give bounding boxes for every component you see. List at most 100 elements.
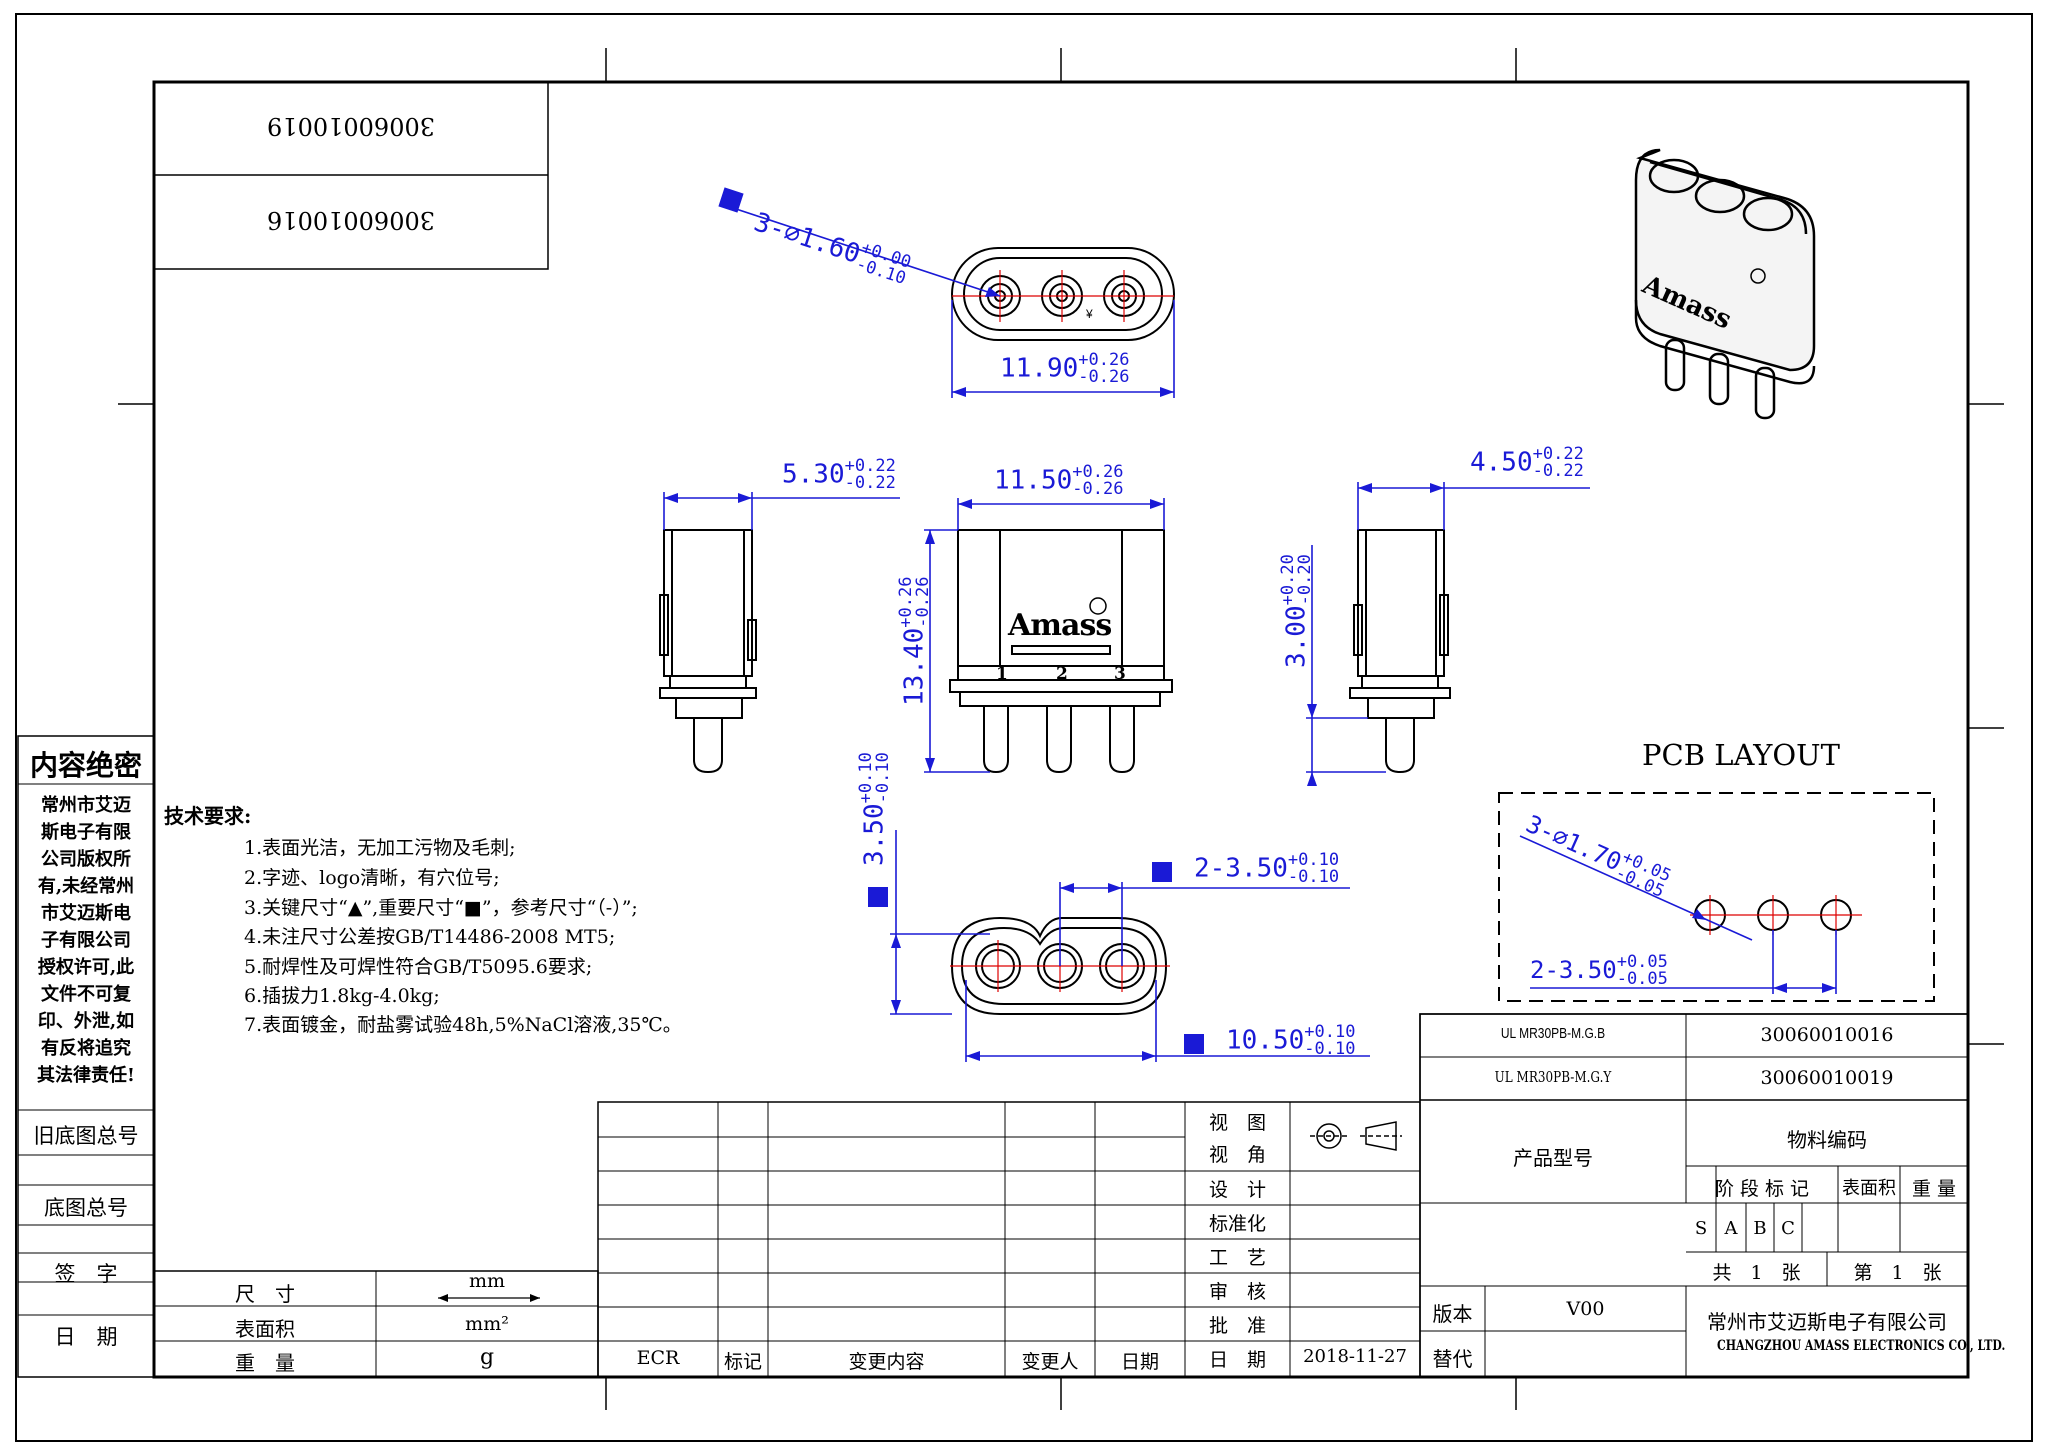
role-process: 工 艺 [1208,1247,1266,1269]
dim-side-right-width: 4.50+0.22-0.22 [1470,446,1584,480]
role-design: 设 计 [1208,1179,1266,1201]
role-approve: 批 准 [1208,1315,1266,1337]
dim-front-height: 13.40+0.26-0.26 [896,576,933,706]
unit-value-weight: g [479,1345,495,1370]
stage-b: B [1753,1218,1767,1239]
dim-front-width: 11.50+0.26-0.26 [994,464,1123,498]
material-code-label: 物料编码 [1787,1128,1867,1152]
confidential-line: 其法律责任! [37,1065,135,1086]
company-name-cn: 常州市艾迈斯电子有限公司 [1707,1310,1947,1334]
revision-header-content: 变更内容 [848,1351,925,1373]
role-date: 日 期 [1208,1349,1266,1371]
dim-pitch-value: 2-3.50 [1194,853,1288,884]
confidential-line: 有反将追究 [41,1038,131,1059]
revision-header-person: 变更人 [1021,1351,1079,1373]
date-label: 日 期 [54,1325,118,1349]
confidential-line: 印、外泄,如 [37,1011,135,1032]
product-model-1: UL MR30PB-M.G.B [1500,1025,1606,1042]
confidential-line: 子有限公司 [41,930,131,951]
confidential-heading: 内容绝密 [29,749,142,782]
dim-front-width-plus: +0.26 [1072,462,1124,482]
dim-pcb-pitch-minus: -0.05 [1616,969,1668,989]
svg-text:¥: ¥ [1085,307,1093,321]
stage-mark-label: 阶 段 标 记 [1714,1178,1810,1200]
pcb-layout-title: PCB LAYOUT [1642,738,1840,772]
stage-a: A [1724,1218,1738,1239]
tech-requirement-item: 6.插拔力1.8kg-4.0kg; [244,985,440,1007]
view-label: 视 图 [1208,1112,1266,1134]
company-name-en: CHANGZHOU AMASS ELECTRONICS CO., LTD. [1717,1338,2006,1354]
dim-side-left-width: 5.30+0.22-0.22 [782,458,896,492]
confidential-line: 文件不可复 [41,984,131,1005]
confidential-line: 授权许可,此 [37,957,135,978]
revision-header-date: 日期 [1120,1351,1159,1373]
dim-side-left-minus: -0.22 [844,473,896,493]
stage-s: S [1694,1218,1708,1239]
dim-side-right-minus: -0.22 [1532,461,1584,481]
dim-pin-length: 3.00+0.20-0.20 [1278,554,1315,668]
front-view [949,529,1173,774]
revision-header-ecr: ECR [636,1347,680,1369]
dim-side-right-value: 4.50 [1470,447,1533,478]
confidential-notice: 常州市艾迈 斯电子有限 公司版权所 有,未经常州 市艾迈斯电 子有限公司 授权许… [18,792,154,1089]
version-label: 版本 [1432,1302,1473,1326]
view-angle-label: 视 角 [1208,1144,1266,1166]
dim-front-height-value: 13.40 [899,627,930,706]
product-code-1: 30060010016 [1760,1024,1894,1046]
drawing-date: 2018-11-27 [1303,1346,1407,1367]
dim-side-left-value: 5.30 [782,459,845,490]
dim-pitch: 2-3.50+0.10-0.10 [1194,852,1339,886]
outer-frame [15,13,2033,1442]
pin-number-2: 2 [1056,664,1068,684]
replace-label: 替代 [1432,1347,1473,1371]
dim-bottom-width: 10.50+0.10-0.10 [1226,1024,1355,1058]
side-view-right [1349,529,1451,774]
dim-front-width-minus: -0.26 [1072,479,1124,499]
product-code-2: 30060010019 [1760,1067,1894,1089]
confidential-line: 公司版权所 [41,849,131,870]
top-view: ¥ [951,247,1175,341]
dim-front-height-minus: -0.26 [913,576,933,628]
product-model-2: UL MR30PB-M.G.Y [1494,1068,1612,1086]
important-mark-4 [1184,1034,1204,1054]
confidential-line: 市艾迈斯电 [41,903,131,924]
dim-pitch-minus: -0.10 [1287,867,1340,887]
amass-logo-front: Amass [1008,608,1112,643]
tech-requirement-item: 3.关键尺寸“▲”,重要尺寸“■”，参考尺寸“（-）”; [244,897,638,919]
dim-bottom-height: 3.50+0.10-0.10 [856,752,893,866]
role-review: 审 核 [1208,1281,1266,1303]
tech-requirement-item: 1.表面光洁，无加工污物及毛刺; [244,837,516,859]
side-view-left [659,529,757,774]
dim-pitch-plus: +0.10 [1287,850,1340,870]
dim-pcb-pitch-plus: +0.05 [1616,952,1668,972]
sign-label: 签 字 [54,1262,118,1286]
isometric-view [1634,148,1816,420]
sheet-number: 第 1 张 [1853,1262,1942,1284]
tech-requirement-item: 5.耐焊性及可焊性符合GB/T5095.6要求; [244,956,593,978]
dim-bottom-width-plus: +0.10 [1304,1022,1356,1042]
dim-top-width-minus: -0.26 [1078,367,1130,387]
old-drawing-no-label: 旧底图总号 [33,1124,139,1148]
unit-label-weight: 重 量 [235,1351,295,1375]
pcb-layout-frame [1498,792,1935,1002]
confidential-line: 常州市艾迈 [41,795,131,816]
dim-pcb-pitch: 2-3.50+0.05-0.05 [1530,954,1668,988]
unit-label-size: 尺 寸 [235,1282,295,1306]
dim-bottom-width-minus: -0.10 [1304,1039,1356,1059]
dim-side-right-plus: +0.22 [1532,444,1584,464]
confidential-line: 有,未经常州 [37,876,135,897]
dim-top-width-value: 11.90 [1000,353,1079,384]
dim-top-width-plus: +0.26 [1078,350,1130,370]
tech-requirement-item: 7.表面镀金，耐盐雾试验48h,5%NaCl溶液,35℃。 [244,1014,682,1036]
dim-pin-length-minus: -0.20 [1295,554,1315,606]
projection-symbol [1310,1121,1402,1151]
tech-requirement-item: 4.未注尺寸公差按GB/T14486-2008 MT5; [244,926,616,948]
unit-value-size: mm [468,1270,506,1292]
dim-bottom-width-value: 10.50 [1226,1025,1305,1056]
important-mark-3 [868,887,888,907]
dim-top-width: 11.90+0.26-0.26 [1000,352,1129,386]
weight-label: 重 量 [1911,1178,1957,1200]
unit-value-area: mm² [465,1313,509,1335]
stage-c: C [1781,1218,1795,1239]
